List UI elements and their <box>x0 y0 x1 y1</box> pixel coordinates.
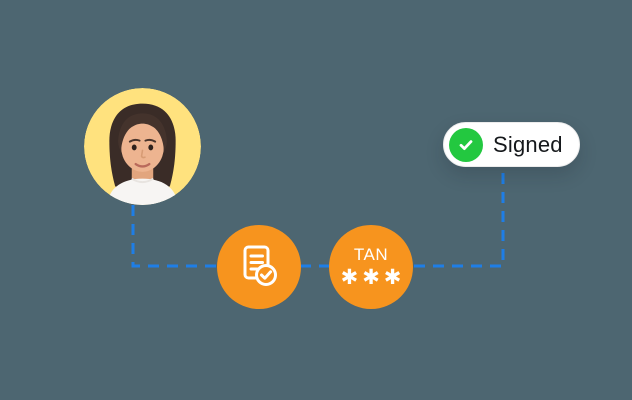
tan-label: TAN <box>353 245 389 265</box>
document-step-circle <box>217 225 301 309</box>
document-check-icon <box>243 245 277 286</box>
user-avatar <box>84 88 201 205</box>
tan-step-circle: TAN ✱✱✱ <box>329 225 413 309</box>
signed-badge: Signed <box>443 122 580 167</box>
check-icon <box>449 127 483 162</box>
signed-label: Signed <box>493 131 563 157</box>
tan-masked-code: ✱✱✱ <box>340 264 406 289</box>
woman-portrait-illustration <box>84 88 201 205</box>
